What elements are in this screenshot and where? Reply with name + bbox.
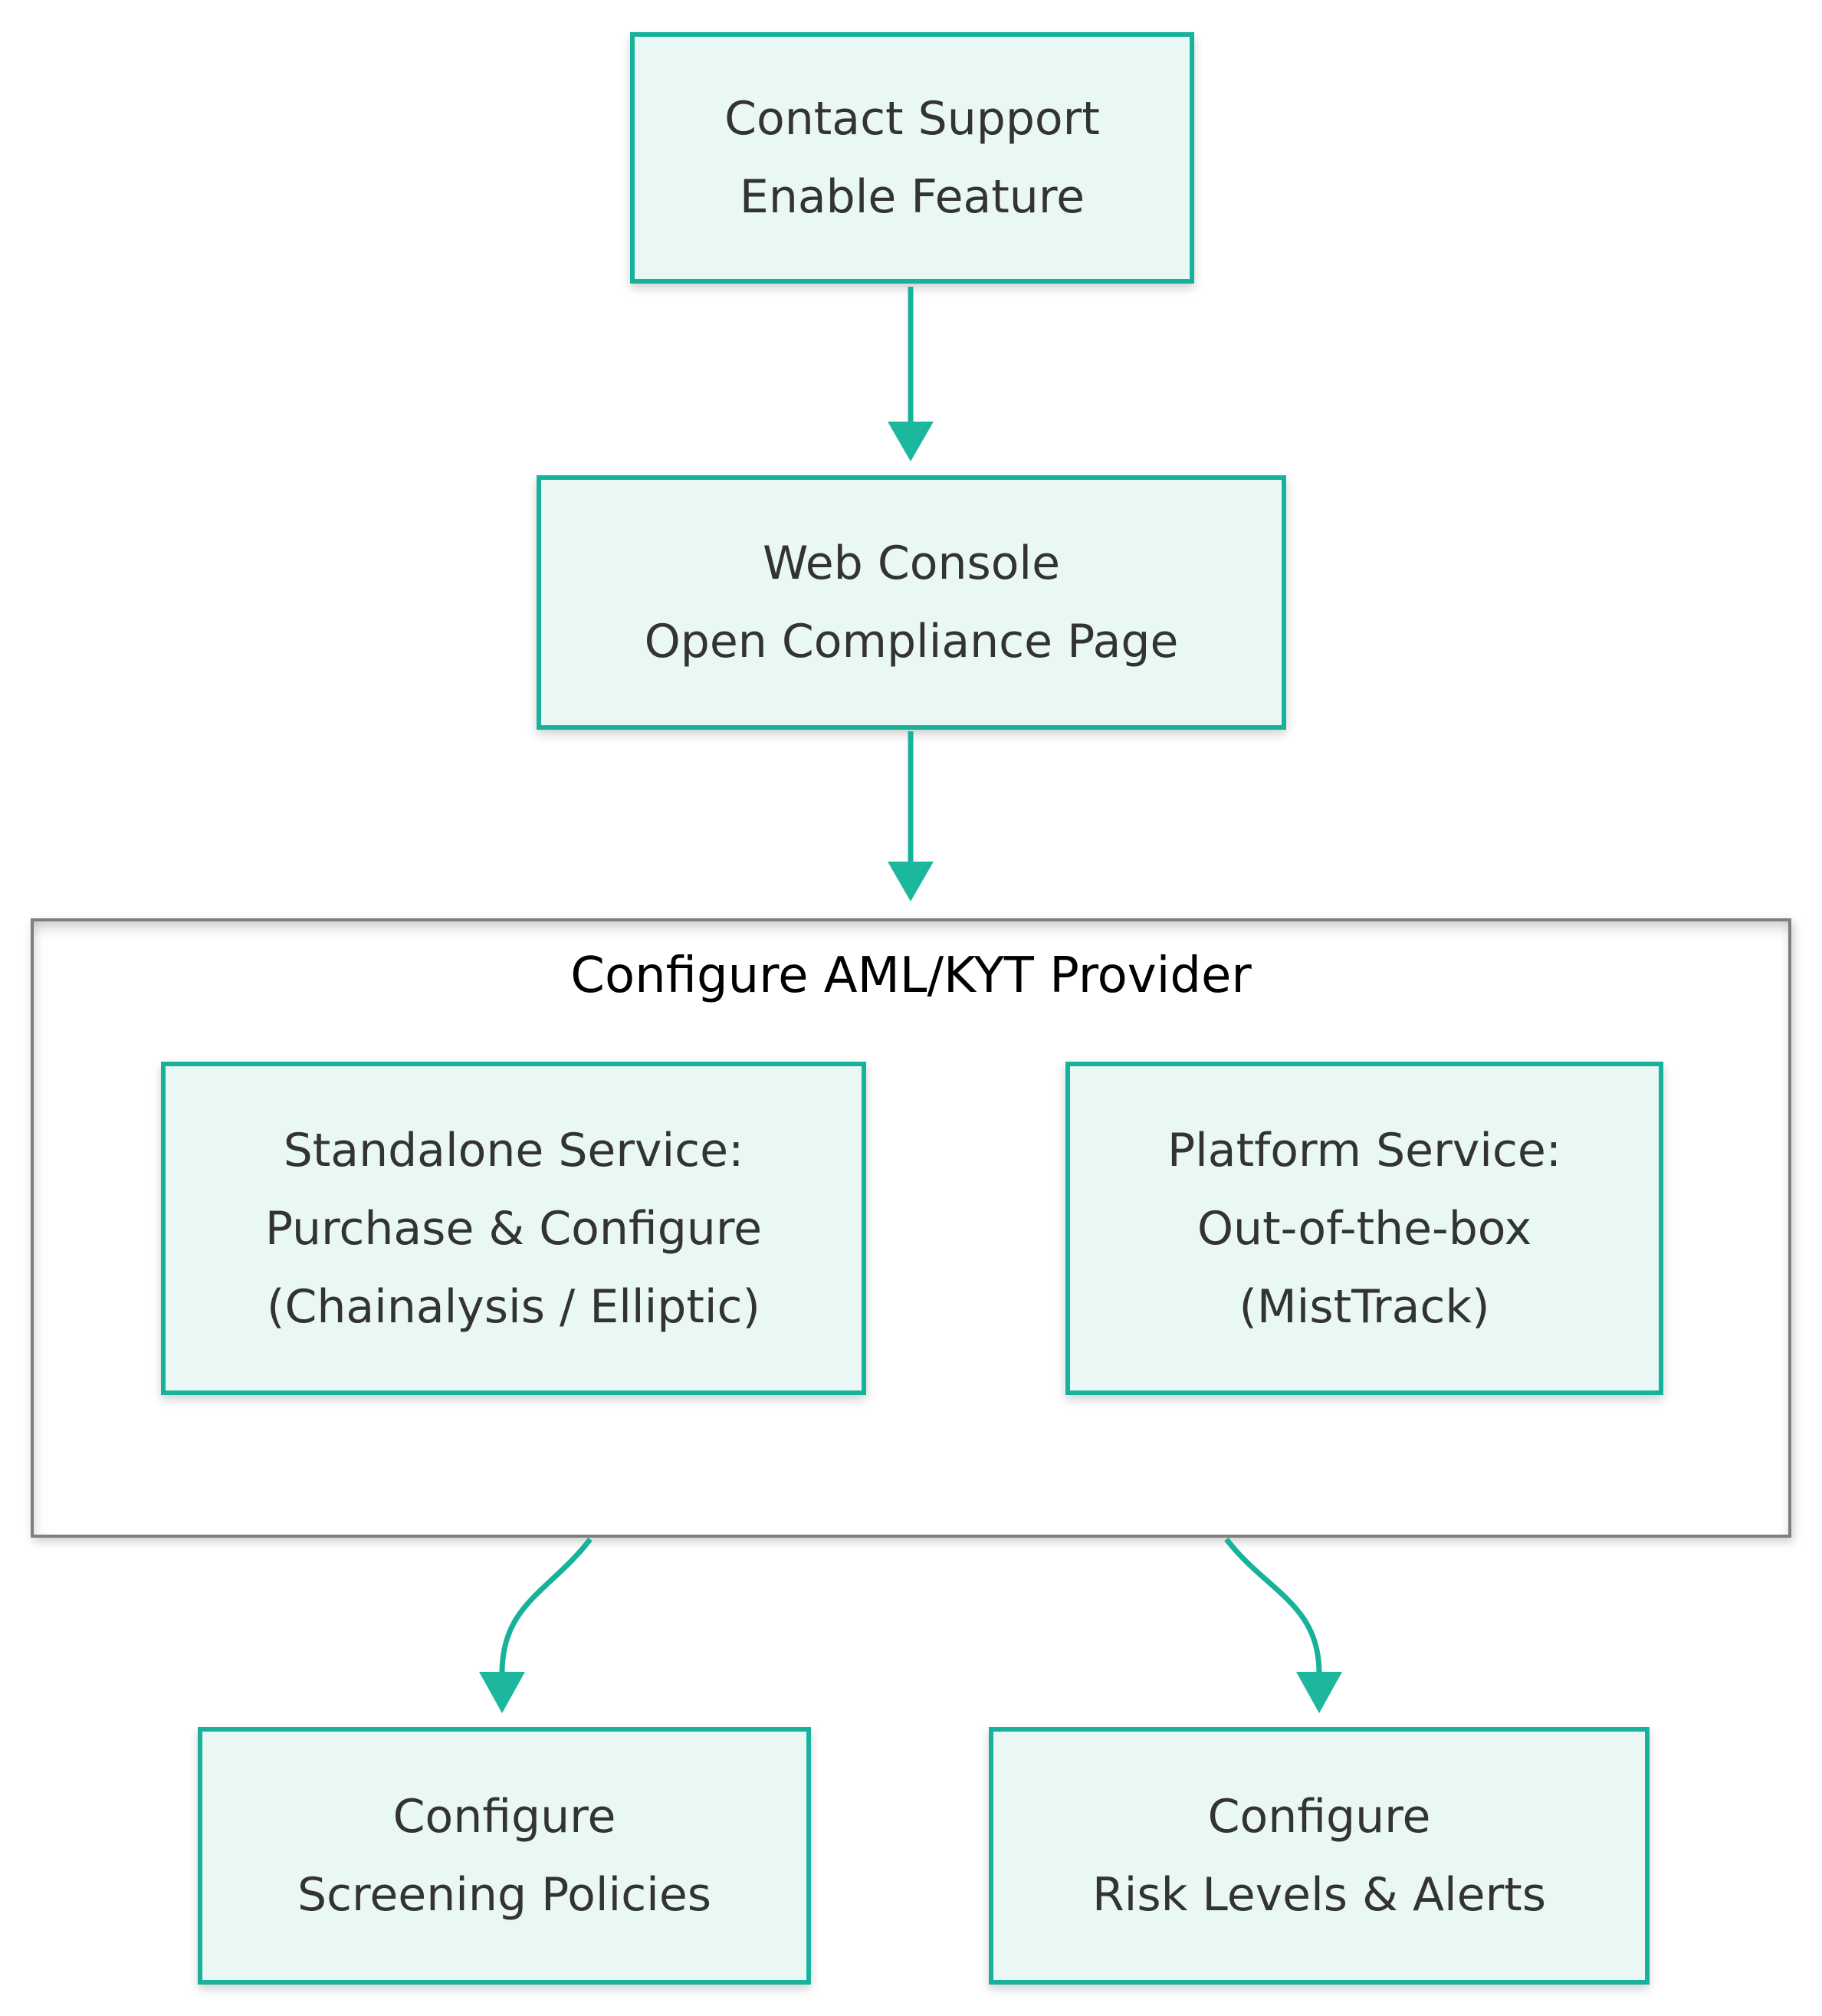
node-text-line: Open Compliance Page [644,615,1179,668]
node-configure-risk-levels-alerts: Configure Risk Levels & Alerts [989,1727,1650,1985]
node-text-line: Risk Levels & Alerts [1092,1868,1547,1922]
node-platform-service: Platform Service: Out-of-the-box (MistTr… [1065,1062,1663,1395]
node-text-line: Standalone Service: [283,1123,744,1177]
node-text-line: Platform Service: [1167,1123,1562,1177]
arrowhead-contact-support-to-web-console [888,422,934,461]
arrowhead-cluster-to-screening-policies [479,1672,525,1713]
node-web-console-open-compliance-page: Web Console Open Compliance Page [537,475,1286,730]
node-text-line: Contact Support [724,92,1100,146]
node-text-line: Web Console [762,537,1061,590]
arrowhead-cluster-to-risk-levels [1296,1672,1342,1713]
node-text-line: Configure [1207,1790,1431,1844]
node-text-line: Purchase & Configure [264,1201,763,1256]
edge-cluster-to-risk-levels [1224,1537,1322,1674]
cluster-title: Configure AML/KYT Provider [570,947,1252,1004]
node-contact-support-enable-feature: Contact Support Enable Feature [630,32,1194,284]
node-text-line: (MistTrack) [1239,1279,1490,1334]
node-text-line: Enable Feature [739,170,1085,224]
node-text-line: Out-of-the-box [1197,1201,1532,1256]
node-text-line: Configure [392,1790,616,1844]
arrowhead-web-console-to-cluster [888,862,934,901]
edge-cluster-to-screening-policies [499,1537,593,1674]
node-configure-screening-policies: Configure Screening Policies [198,1727,811,1985]
node-text-line: (Chainalysis / Elliptic) [267,1279,760,1334]
node-text-line: Screening Policies [297,1868,712,1922]
node-standalone-service: Standalone Service: Purchase & Configure… [161,1062,866,1395]
